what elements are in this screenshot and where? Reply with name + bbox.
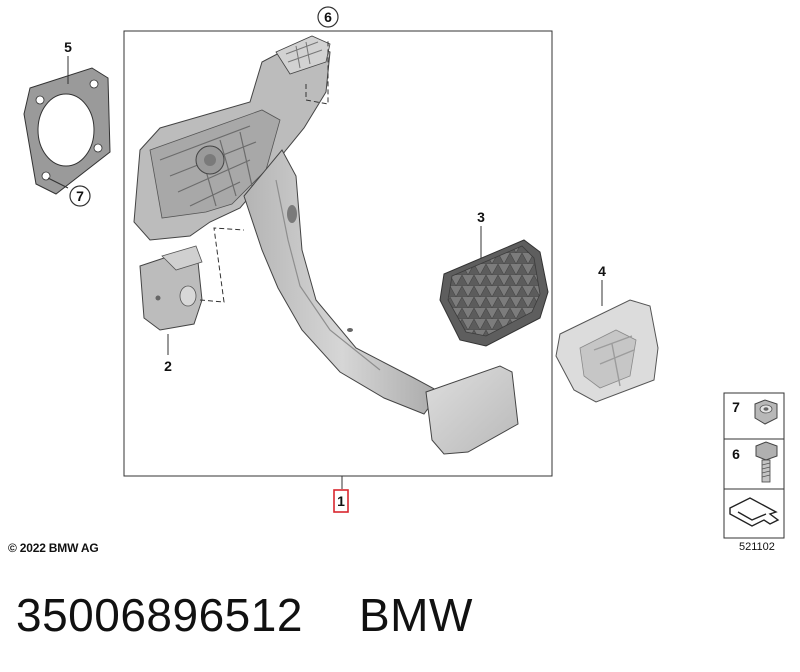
callout-6[interactable]: 6 [317,6,339,28]
legend-label-6: 6 [732,446,740,462]
legend-label-7: 7 [732,399,740,415]
pedal-foot-plate [425,365,519,455]
callout-7[interactable]: 7 [69,185,91,207]
gasket [23,67,111,195]
hex-bolt-icon [755,441,778,483]
rubber-pedal-pad [439,239,549,347]
callout-1-label: 1 [337,493,345,509]
callout-1[interactable]: 1 [333,489,349,513]
copyright-notice: © 2022 BMW AG [8,541,99,555]
arrow-symbol-icon [729,497,780,527]
part-number: 35006896512 [16,589,303,641]
pedal-cover [555,299,659,403]
pedal-bracket [133,35,331,241]
pedal-arm [243,149,441,415]
leader-dashed-6 [305,40,329,105]
switch-bracket [139,245,203,331]
diagram-id: 521102 [739,541,775,553]
leader-dashed-2 [199,227,245,303]
leader-line-7a [47,177,69,189]
brand-name: BMW [359,589,473,641]
fastener-legend: 7 6 [723,392,785,539]
hex-nut-icon [754,399,778,425]
callout-4[interactable]: 4 [598,263,606,279]
callout-7-label: 7 [76,188,84,204]
callout-5[interactable]: 5 [64,39,72,55]
assembly-frame [123,30,553,477]
callout-3[interactable]: 3 [477,209,485,225]
callout-2[interactable]: 2 [164,358,172,374]
callout-6-label: 6 [324,9,332,25]
